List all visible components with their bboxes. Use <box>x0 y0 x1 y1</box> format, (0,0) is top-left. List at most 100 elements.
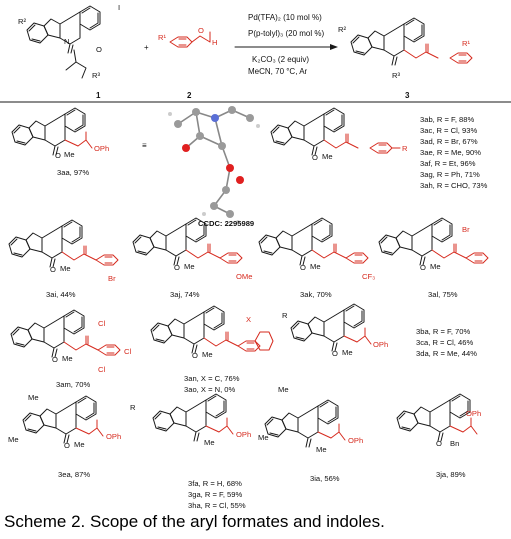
label-3ae: 3ae, R = Me, 90% <box>420 148 481 157</box>
o-atom: O <box>312 153 318 162</box>
condition-4: MeCN, 70 °C, Ar <box>248 67 308 76</box>
label-3ac: 3ac, R = Cl, 93% <box>420 126 477 135</box>
me-label-2: Me <box>8 435 19 444</box>
me-label: Me <box>64 150 75 159</box>
label-3ga: 3ga, R = F, 59% <box>188 490 242 499</box>
oph-label: OPh <box>348 436 363 445</box>
label-3ag: 3ag, R = Ph, 71% <box>420 170 480 179</box>
me-label: Me <box>202 350 213 359</box>
me-label: Me <box>310 262 321 271</box>
label-3an: 3an, X = C, 76% <box>184 374 240 383</box>
product-3ak: CF₃ O Me <box>258 217 375 281</box>
product-3ia: OPh Me Me Me <box>258 385 363 454</box>
ccdc-label: CCDC: 2295989 <box>198 219 254 228</box>
scheme-caption: Scheme 2. Scope of the aryl formates and… <box>4 512 385 531</box>
o-atom: O <box>192 351 198 360</box>
plus-sign: + <box>144 43 149 52</box>
reactant-2: R¹ O H <box>158 26 217 48</box>
product-3ab-series: R O Me <box>270 107 408 162</box>
r1-label: R¹ <box>462 39 470 48</box>
label-3aa: 3aa, 97% <box>57 168 89 177</box>
product-3ja: OPh O Bn <box>396 393 481 448</box>
o-atom: O <box>50 265 56 274</box>
iodo-label: I <box>118 3 120 12</box>
label-3ai: 3ai, 44% <box>46 290 76 299</box>
product-3ba-series: OPh R O Me <box>282 303 388 358</box>
oph-label: OPh <box>373 340 388 349</box>
r-label: R <box>282 311 288 320</box>
br-label: Br <box>462 225 470 234</box>
product-3aj: OMe O Me <box>132 217 252 281</box>
product-3am: Cl Cl Cl O Me <box>10 309 131 374</box>
r2-label: R² <box>18 17 26 26</box>
label-3ia: 3ia, 56% <box>310 474 340 483</box>
cf3-label: CF₃ <box>362 272 375 281</box>
o-atom: O <box>64 441 70 450</box>
bn-label: Bn <box>450 439 459 448</box>
r3-label: R³ <box>92 71 100 80</box>
compound-number-1: 1 <box>96 91 101 100</box>
me-label-1: Me <box>278 385 289 394</box>
n-atom: N <box>64 37 69 46</box>
condition-3: K₂CO₃ (2 equiv) <box>252 55 309 64</box>
me-label: Me <box>62 354 73 363</box>
label-3aj: 3aj, 74% <box>170 290 200 299</box>
o-atom: O <box>332 349 338 358</box>
reactant-1: R² N I O R³ <box>18 3 120 80</box>
cl-label-2: Cl <box>124 347 131 356</box>
me-label-3: Me <box>316 445 327 454</box>
r3-label: R³ <box>392 71 400 80</box>
o-atom: O <box>174 263 180 272</box>
product-3aa: OPh O Me <box>11 107 109 160</box>
label-3ak: 3ak, 70% <box>300 290 332 299</box>
ome-label: OMe <box>236 272 252 281</box>
label-3ab: 3ab, R = F, 88% <box>420 115 474 124</box>
arrow-head <box>330 44 338 50</box>
me-label-2: Me <box>258 433 269 442</box>
label-3ba: 3ba, R = F, 70% <box>416 327 470 336</box>
o-atom: O <box>420 263 426 272</box>
label-3ca: 3ca, R = Cl, 46% <box>416 338 473 347</box>
oph-label: OPh <box>94 144 109 153</box>
crystal-structure <box>168 106 260 224</box>
o-atom: O <box>52 355 58 364</box>
me-label: Me <box>430 262 441 271</box>
compound-number-2: 2 <box>187 91 192 100</box>
equiv-symbol: ≡ <box>142 141 147 150</box>
label-3fa: 3fa, R = H, 68% <box>188 479 242 488</box>
oph-label: OPh <box>106 432 121 441</box>
label-3ja: 3ja, 89% <box>436 470 466 479</box>
label-3ha: 3ha, R = Cl, 55% <box>188 501 246 510</box>
me-label: Me <box>60 264 71 273</box>
r2-label: R² <box>338 25 346 34</box>
me-label: Me <box>184 262 195 271</box>
product-3al: Br O Me <box>378 217 489 272</box>
label-3da: 3da, R = Me, 44% <box>416 349 477 358</box>
r-label: R <box>130 403 136 412</box>
cl-label-1: Cl <box>98 319 105 328</box>
product-3ai: Br O Me <box>8 219 119 283</box>
o-atom: O <box>55 151 61 160</box>
r1-label: R¹ <box>158 33 166 42</box>
oph-label: OPh <box>236 430 251 439</box>
oph-label: OPh <box>466 409 481 418</box>
me-label-3: Me <box>74 440 85 449</box>
condition-1: Pd(TFA)₂ (10 mol %) <box>248 13 322 22</box>
label-3ea: 3ea, 87% <box>58 470 90 479</box>
o-atom: O <box>300 263 306 272</box>
compound-number-3: 3 <box>405 91 410 100</box>
product-3ea: OPh Me Me O Me <box>8 393 121 450</box>
o-atom: O <box>198 26 204 35</box>
me-label-1: Me <box>28 393 39 402</box>
product-3an-series: X O Me <box>150 305 274 360</box>
label-3ad: 3ad, R = Br, 67% <box>420 137 478 146</box>
x-label: X <box>246 315 251 324</box>
label-3af: 3af, R = Et, 96% <box>420 159 476 168</box>
label-3ah: 3ah, R = CHO, 73% <box>420 181 488 190</box>
me-label: Me <box>342 348 353 357</box>
br-label: Br <box>108 274 116 283</box>
cl-label-3: Cl <box>98 365 105 374</box>
h-atom: H <box>212 38 217 47</box>
product-3fa-series: OPh R Me <box>130 393 251 447</box>
